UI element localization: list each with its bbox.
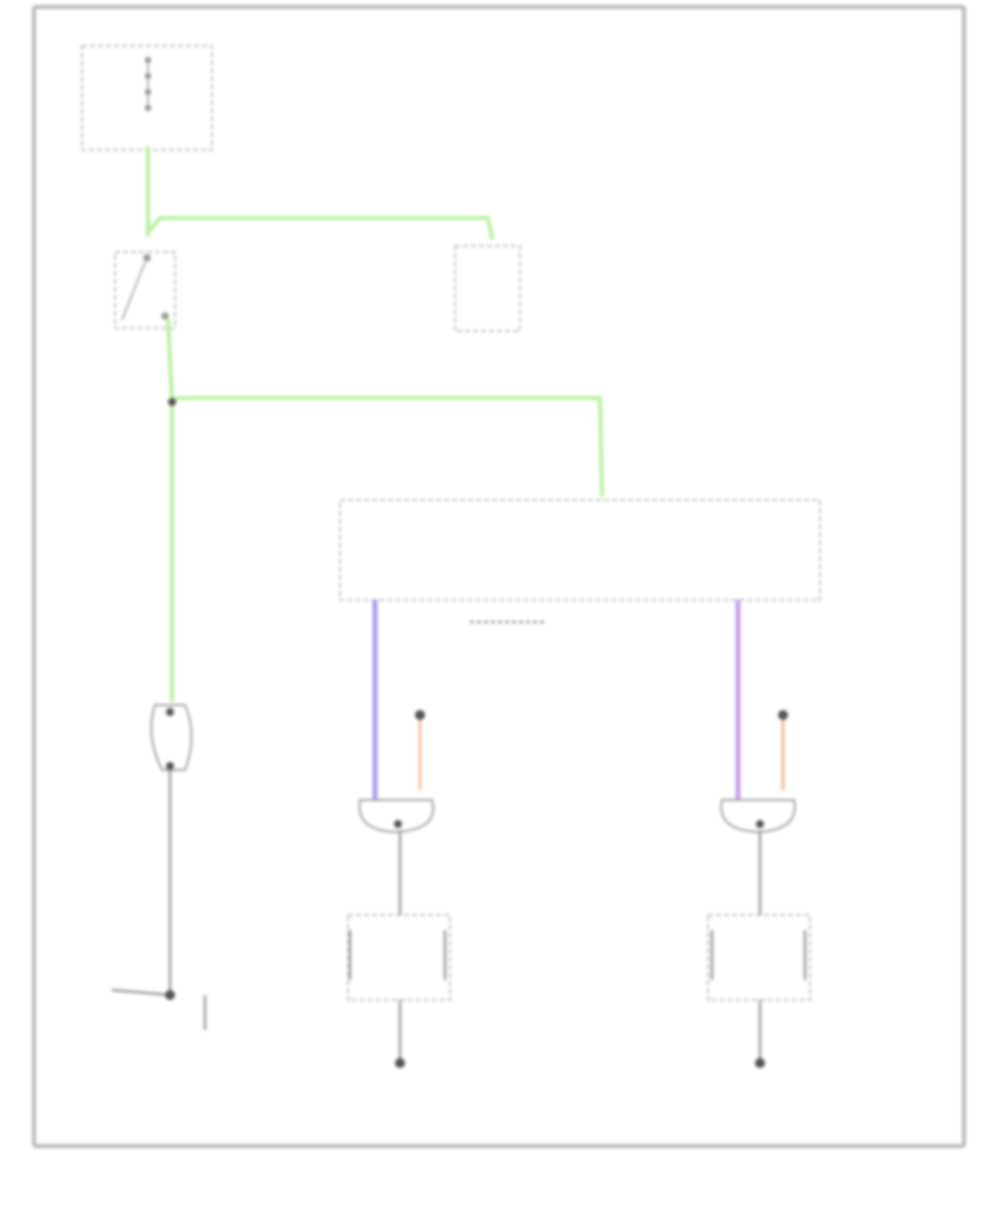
ground-mid-dot (395, 1058, 405, 1068)
right-combination-switch-box (707, 914, 811, 1001)
brake-module-box (454, 245, 521, 332)
left-lamp-connector (394, 820, 402, 828)
diagram-frame (32, 5, 966, 1148)
ground-left-dot (165, 990, 175, 1000)
power-wire-switch-out (166, 318, 174, 402)
splice-dot (168, 398, 176, 406)
power-wire-to-module (170, 396, 604, 497)
hm-lamp-socket (150, 704, 193, 771)
stoplamp-switch-box (114, 251, 176, 329)
right-lamp-connector (756, 820, 764, 828)
right-lamp-socket (720, 799, 796, 834)
lic-switch-wire (111, 988, 171, 997)
right-circuit-connector (778, 710, 788, 720)
power-wire-to-brake-module (146, 216, 494, 240)
hm-lamp-connector (166, 708, 174, 716)
left-lamp-socket (358, 799, 435, 834)
ground-right-dot (755, 1058, 765, 1068)
hm-lamp-connector-2 (166, 762, 174, 770)
left-combination-switch-box (347, 914, 451, 1001)
central-module-box (339, 499, 821, 601)
left-circuit-connector (415, 710, 425, 720)
